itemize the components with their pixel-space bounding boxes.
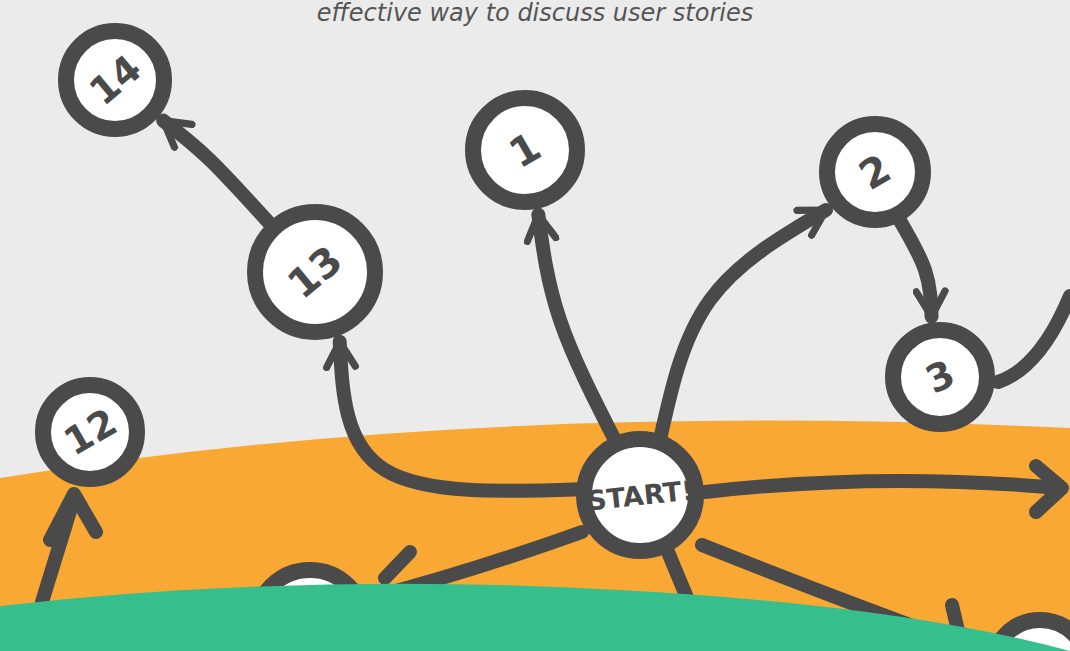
- circle-shape: [473, 98, 577, 202]
- circle-node: 12: [35, 377, 145, 487]
- subtitle-text: effective way to discuss user stories: [317, 0, 753, 26]
- circle-shape: [66, 31, 164, 129]
- arrow-connector: [163, 121, 271, 226]
- circle-node: 1: [465, 90, 585, 210]
- circle-shape: [255, 212, 375, 332]
- circle-node: START!: [576, 431, 704, 559]
- orange-band: [0, 421, 1070, 651]
- circle-node: 2: [819, 116, 931, 228]
- circle-node: 3: [885, 322, 995, 432]
- arrow-connector: [340, 342, 581, 491]
- arrow-head: [1036, 466, 1062, 512]
- circle-node: 13: [247, 204, 383, 340]
- arrow-connector: [538, 215, 615, 441]
- circle-shape: [827, 124, 923, 220]
- offscreen-arrow: [705, 481, 1058, 492]
- circle-shape: [584, 439, 696, 551]
- arrow-head: [385, 552, 410, 578]
- circle-shape: [893, 330, 987, 424]
- offscreen-arrow: [998, 296, 1070, 382]
- arrow-head: [50, 494, 96, 540]
- arrow-connector: [660, 210, 826, 439]
- arrow-connector: [899, 218, 932, 316]
- circle-node: 14: [58, 23, 172, 137]
- green-band: [0, 584, 1070, 651]
- circle-shape: [43, 385, 137, 479]
